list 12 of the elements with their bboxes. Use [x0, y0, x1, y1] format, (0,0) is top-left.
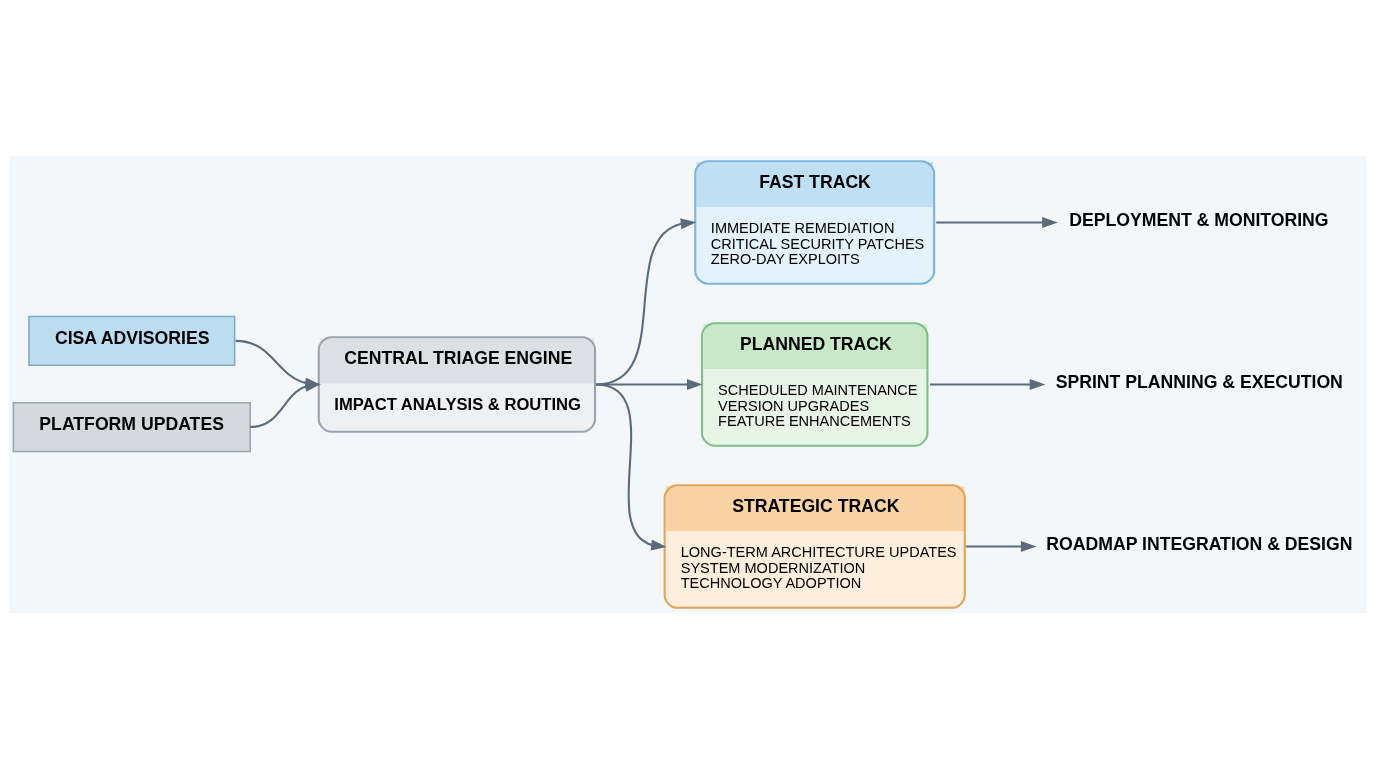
node-text: DEPLOYMENT & MONITORING	[1069, 209, 1329, 230]
node-text: SPRINT PLANNING & EXECUTION	[1055, 371, 1343, 392]
arrow	[930, 378, 1046, 390]
arrow	[250, 380, 321, 428]
node-box: CISA ADVISORIES	[28, 315, 236, 366]
arrow	[595, 217, 697, 386]
arrow	[936, 216, 1058, 228]
node-text: ROADMAP INTEGRATION & DESIGN	[1046, 533, 1353, 554]
node-box: PLATFORM UPDATES	[12, 401, 251, 452]
arrow	[595, 382, 667, 550]
arrow	[596, 378, 703, 390]
arrow	[965, 540, 1037, 552]
